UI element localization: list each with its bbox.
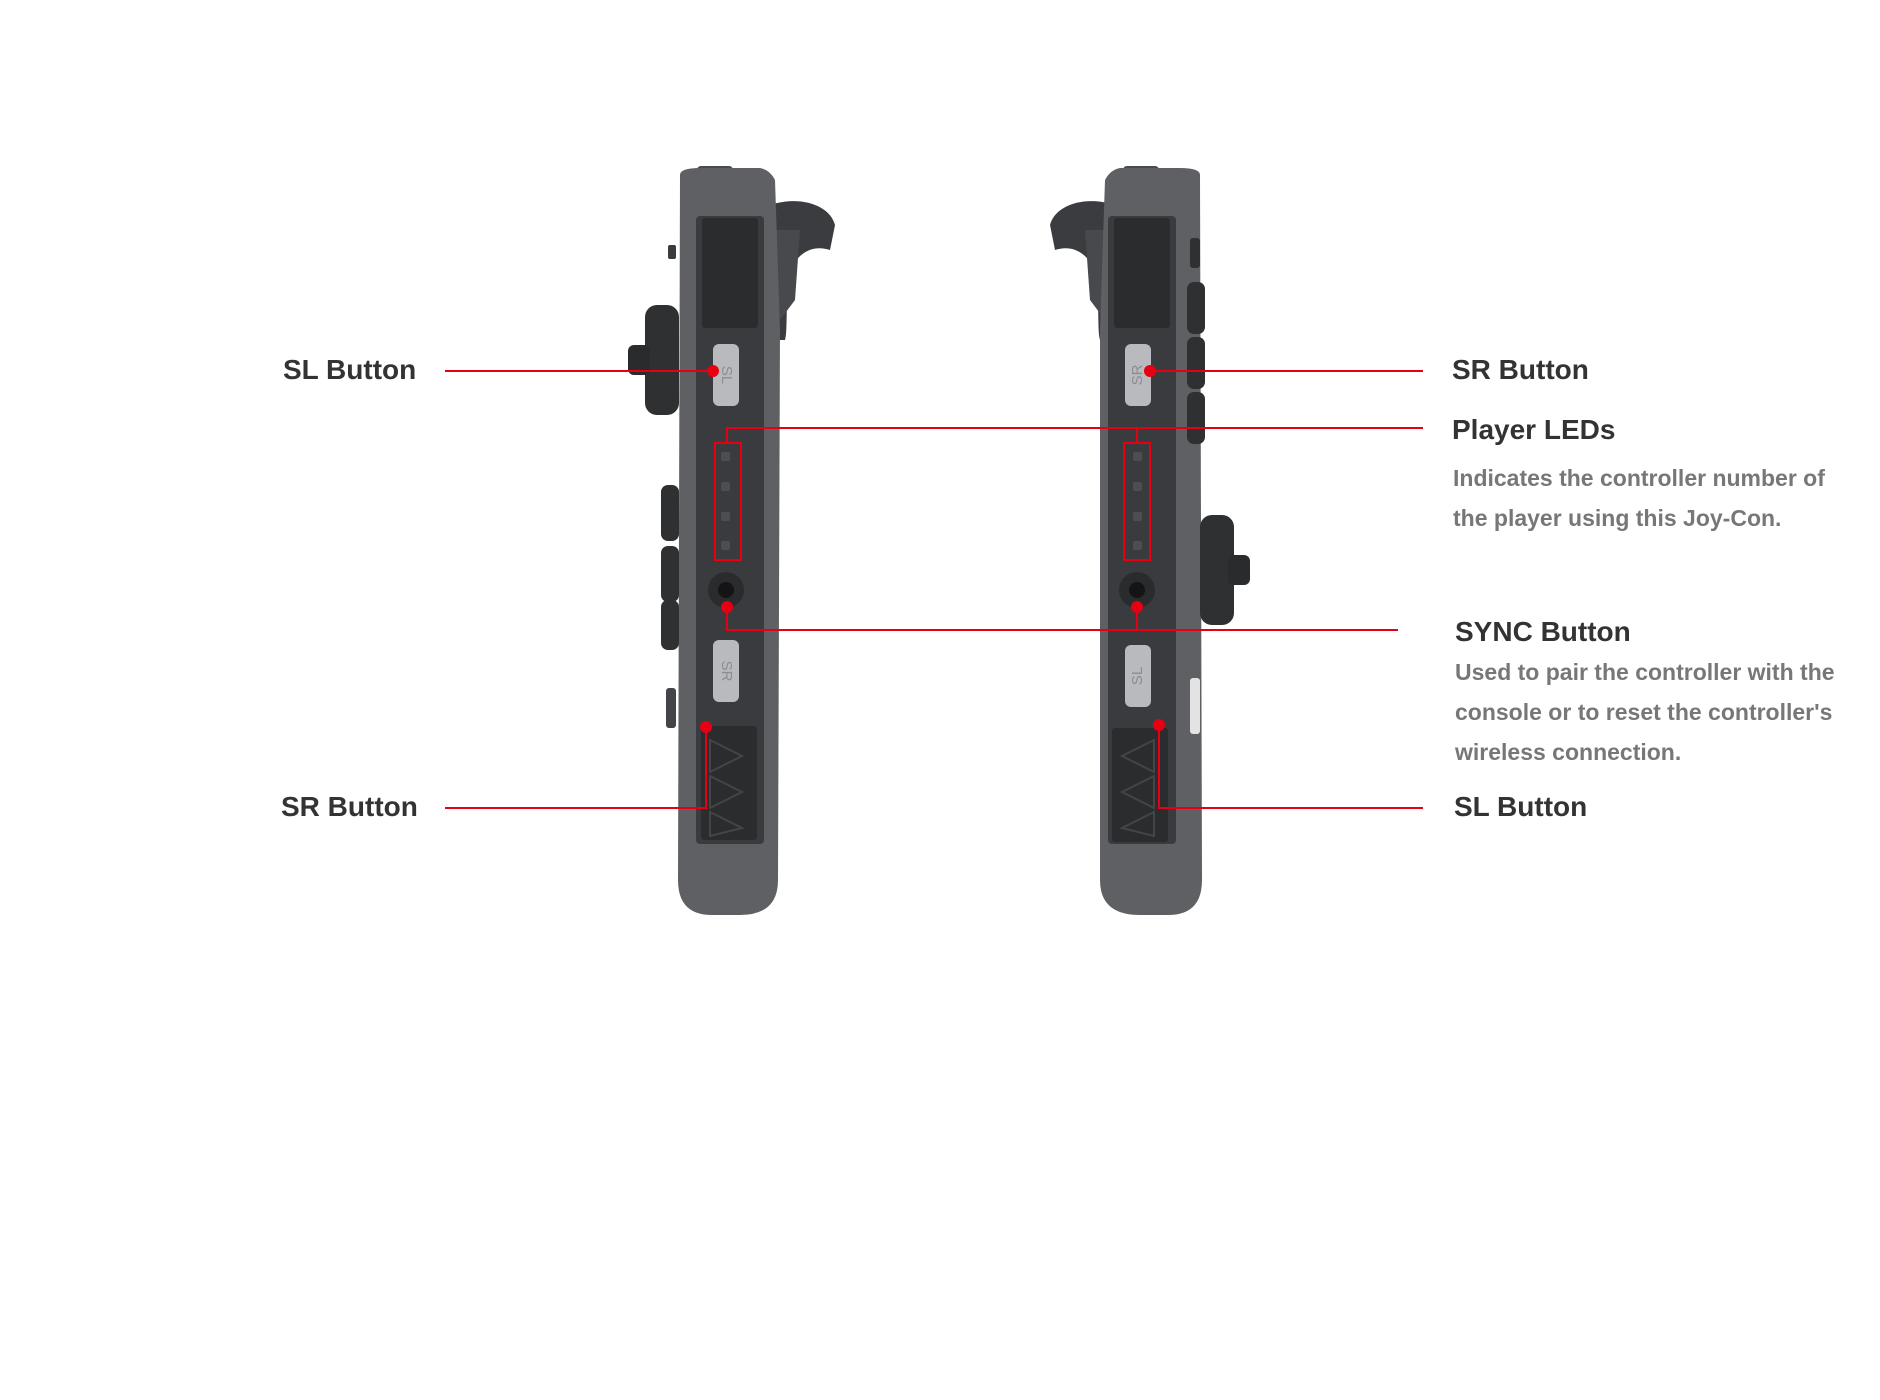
- left-sl-print: SL: [718, 366, 735, 384]
- right-sl-print: SL: [1129, 667, 1146, 685]
- desc-sync-line-1: Used to pair the controller with the: [1455, 659, 1835, 685]
- label-right-sl-button: SL Button: [1454, 791, 1588, 822]
- marker-left-sl: [707, 365, 719, 377]
- desc-sync-line-3: wireless connection.: [1455, 739, 1682, 765]
- left-sr-print: SR: [718, 661, 735, 682]
- right-sr-print: SR: [1129, 364, 1146, 385]
- marker-right-sl: [1153, 719, 1165, 731]
- label-left-sr-button: SR Button: [281, 791, 418, 822]
- led-3: [721, 512, 730, 521]
- led-3: [1133, 512, 1142, 521]
- marker-right-sync: [1131, 601, 1143, 613]
- label-left-sl-button: SL Button: [283, 354, 417, 385]
- led-1: [721, 452, 730, 461]
- label-right-sr-button: SR Button: [1452, 354, 1589, 385]
- label-player-leds: Player LEDs: [1452, 414, 1616, 445]
- leader-right-sl: [1158, 725, 1423, 809]
- led-1: [1133, 452, 1142, 461]
- marker-left-sync: [721, 601, 733, 613]
- leader-sync: [726, 607, 1398, 631]
- desc-player-leds-line-1: Indicates the controller number of: [1453, 465, 1825, 491]
- leader-left-sr: [445, 727, 707, 809]
- desc-player-leds-line-2: the player using this Joy-Con.: [1453, 505, 1782, 531]
- led-4: [721, 541, 730, 550]
- led-2: [721, 482, 730, 491]
- marker-right-sr: [1144, 365, 1156, 377]
- desc-sync-line-2: console or to reset the controller's: [1455, 699, 1833, 725]
- led-2: [1133, 482, 1142, 491]
- marker-left-sr: [700, 721, 712, 733]
- left-joy-con-illustration: SL SR: [628, 166, 835, 915]
- leader-player-leds: [726, 427, 1423, 443]
- led-4: [1133, 541, 1142, 550]
- label-sync-button: SYNC Button: [1455, 616, 1631, 647]
